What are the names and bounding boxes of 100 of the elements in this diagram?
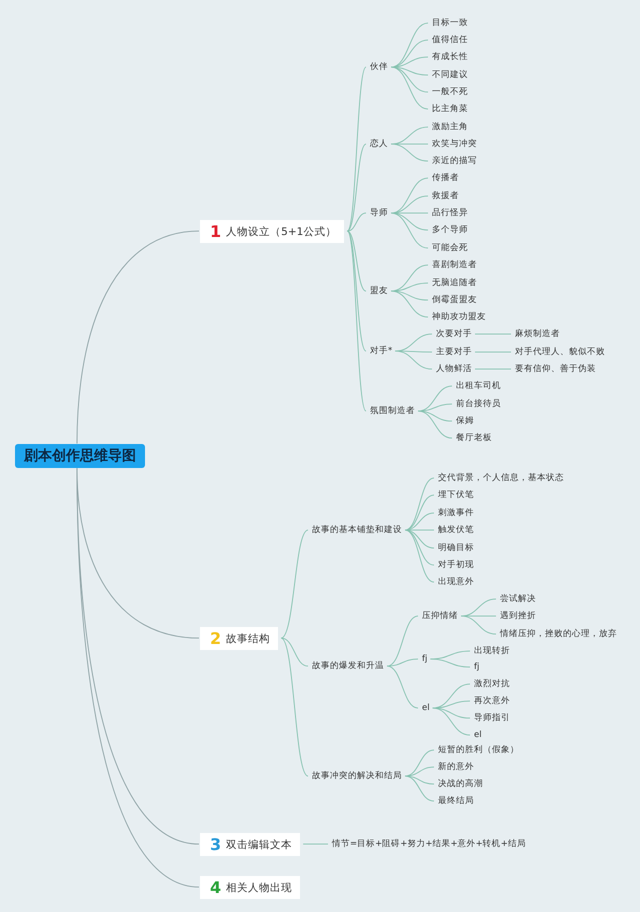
connector-line — [474, 352, 512, 353]
connector-line — [280, 530, 308, 639]
connector-line — [390, 212, 428, 214]
topic-label: 要有信仰、善于伪装 — [515, 364, 596, 374]
topic-label: 比主角菜 — [432, 104, 468, 114]
topic-box — [200, 832, 300, 856]
topic-box — [200, 626, 278, 650]
topic-label: 激烈对抗 — [474, 679, 510, 690]
connector-line — [346, 230, 366, 412]
connector-line — [430, 658, 470, 668]
subtopic-label: 氛围制造者 — [370, 406, 415, 416]
connector-line — [432, 708, 470, 719]
connector-line — [386, 666, 418, 709]
connector-line — [404, 478, 434, 531]
connector-line — [474, 334, 512, 335]
topic-label: 对手代理人、貌似不败 — [515, 347, 605, 358]
topic-number: 3 — [210, 834, 222, 854]
topic-label: 触发伏笔 — [438, 525, 474, 536]
topic-label: 保姆 — [456, 416, 474, 426]
topic-label: 情绪压抑，挫败的心理，放弃 — [500, 629, 617, 640]
topic-label: 主要对手 — [436, 347, 472, 358]
topic-label: 决战的高潮 — [438, 779, 483, 790]
subtopic-label: 故事的基本铺垫和建设 — [312, 525, 402, 536]
connector-line — [404, 766, 434, 777]
topic-label: 传播者 — [432, 173, 459, 184]
subtopic-label: 对手* — [370, 346, 392, 356]
topic-number: 2 — [210, 628, 222, 648]
topic-box — [200, 220, 344, 243]
topic-title: 人物设立（5+1公式） — [226, 226, 336, 238]
topic-label: 刺激事件 — [438, 508, 474, 518]
topic-label: 有成长性 — [432, 52, 468, 62]
topic-label: 品行怪异 — [432, 208, 468, 218]
connector-line — [404, 494, 434, 531]
connector-line — [346, 230, 366, 292]
connector-line — [346, 212, 366, 232]
connector-line — [460, 616, 496, 617]
topic-label: 激励主角 — [432, 122, 468, 132]
topic-label: 再次意外 — [474, 696, 510, 706]
topic-label: 无脑追随者 — [432, 278, 477, 288]
connector-line — [390, 144, 428, 145]
topic-label: 埋下伏笔 — [438, 490, 474, 500]
topic-label: 最终结局 — [438, 796, 474, 806]
topic-label: 新的意外 — [438, 762, 474, 772]
topic-label: 对手初现 — [438, 560, 474, 570]
connector-line — [390, 22, 428, 68]
subtopic-label: 故事冲突的解决和结局 — [312, 771, 402, 782]
topic-label: 多个导师 — [432, 225, 468, 236]
subtopic-label: 伙伴 — [370, 62, 388, 72]
topic-label: 交代背景，个人信息，基本状态 — [438, 473, 564, 484]
topic-label: 短暂的胜利（假象） — [438, 745, 519, 756]
topic-label: 一般不死 — [432, 87, 468, 98]
connector-line — [404, 530, 434, 531]
connector-line — [386, 658, 418, 667]
connector-line — [280, 638, 308, 667]
connector-line — [394, 350, 432, 370]
connector-line — [390, 66, 428, 93]
connector-line — [390, 212, 428, 249]
connector-line — [346, 66, 366, 232]
topic-label: 神助攻功盟友 — [432, 312, 486, 322]
topic-label: 救援者 — [432, 191, 459, 202]
topic-label: 次要对手 — [436, 329, 472, 340]
topic-label: 欢笑与冲突 — [432, 139, 477, 150]
topic-label: 值得信任 — [432, 35, 468, 46]
topic-label: 人物鲜活 — [436, 364, 472, 374]
connector-line — [346, 144, 366, 232]
topic-number: 4 — [210, 878, 222, 896]
connector-line — [404, 530, 434, 566]
topic-title: 故事结构 — [226, 632, 270, 644]
topic-label: 明确目标 — [438, 543, 474, 554]
subtopic-label: fj — [422, 654, 428, 664]
topic-label: 倒霉蛋盟友 — [432, 295, 477, 306]
topic-label: fj — [474, 662, 480, 672]
topic-title: 相关人物出现 — [226, 882, 292, 894]
topic-number: 1 — [210, 222, 222, 240]
subtopic-label: 故事的爆发和升温 — [312, 661, 384, 672]
subtopic-label: 压抑情绪 — [422, 611, 458, 622]
topic-label: 导师指引 — [474, 713, 510, 724]
topic-title: 双击编辑文本 — [226, 838, 292, 850]
topic-label: 遇到挫折 — [500, 611, 536, 622]
connector-line — [390, 66, 428, 110]
connector-line — [394, 350, 432, 353]
topic-label: 亲近的描写 — [432, 156, 477, 166]
connector-line — [390, 290, 428, 318]
connector-line — [418, 410, 452, 439]
connector-line — [390, 144, 428, 162]
connector-line — [404, 750, 434, 777]
connector-line — [280, 638, 308, 777]
topic-label: 餐厅老板 — [456, 433, 492, 444]
topic-label: 目标一致 — [432, 18, 468, 28]
connector-line — [418, 410, 452, 422]
topic-label: 麻烦制造者 — [515, 329, 560, 340]
connector-line — [390, 66, 428, 76]
connector-line — [346, 230, 366, 352]
topic-label: 可能会死 — [432, 243, 468, 254]
connector-line — [404, 776, 434, 785]
connector-line — [404, 530, 434, 583]
connector-line — [390, 212, 428, 231]
subtopic-label: 恋人 — [370, 139, 388, 150]
topic-label: 出租车司机 — [456, 381, 501, 392]
connector-line — [432, 708, 470, 736]
